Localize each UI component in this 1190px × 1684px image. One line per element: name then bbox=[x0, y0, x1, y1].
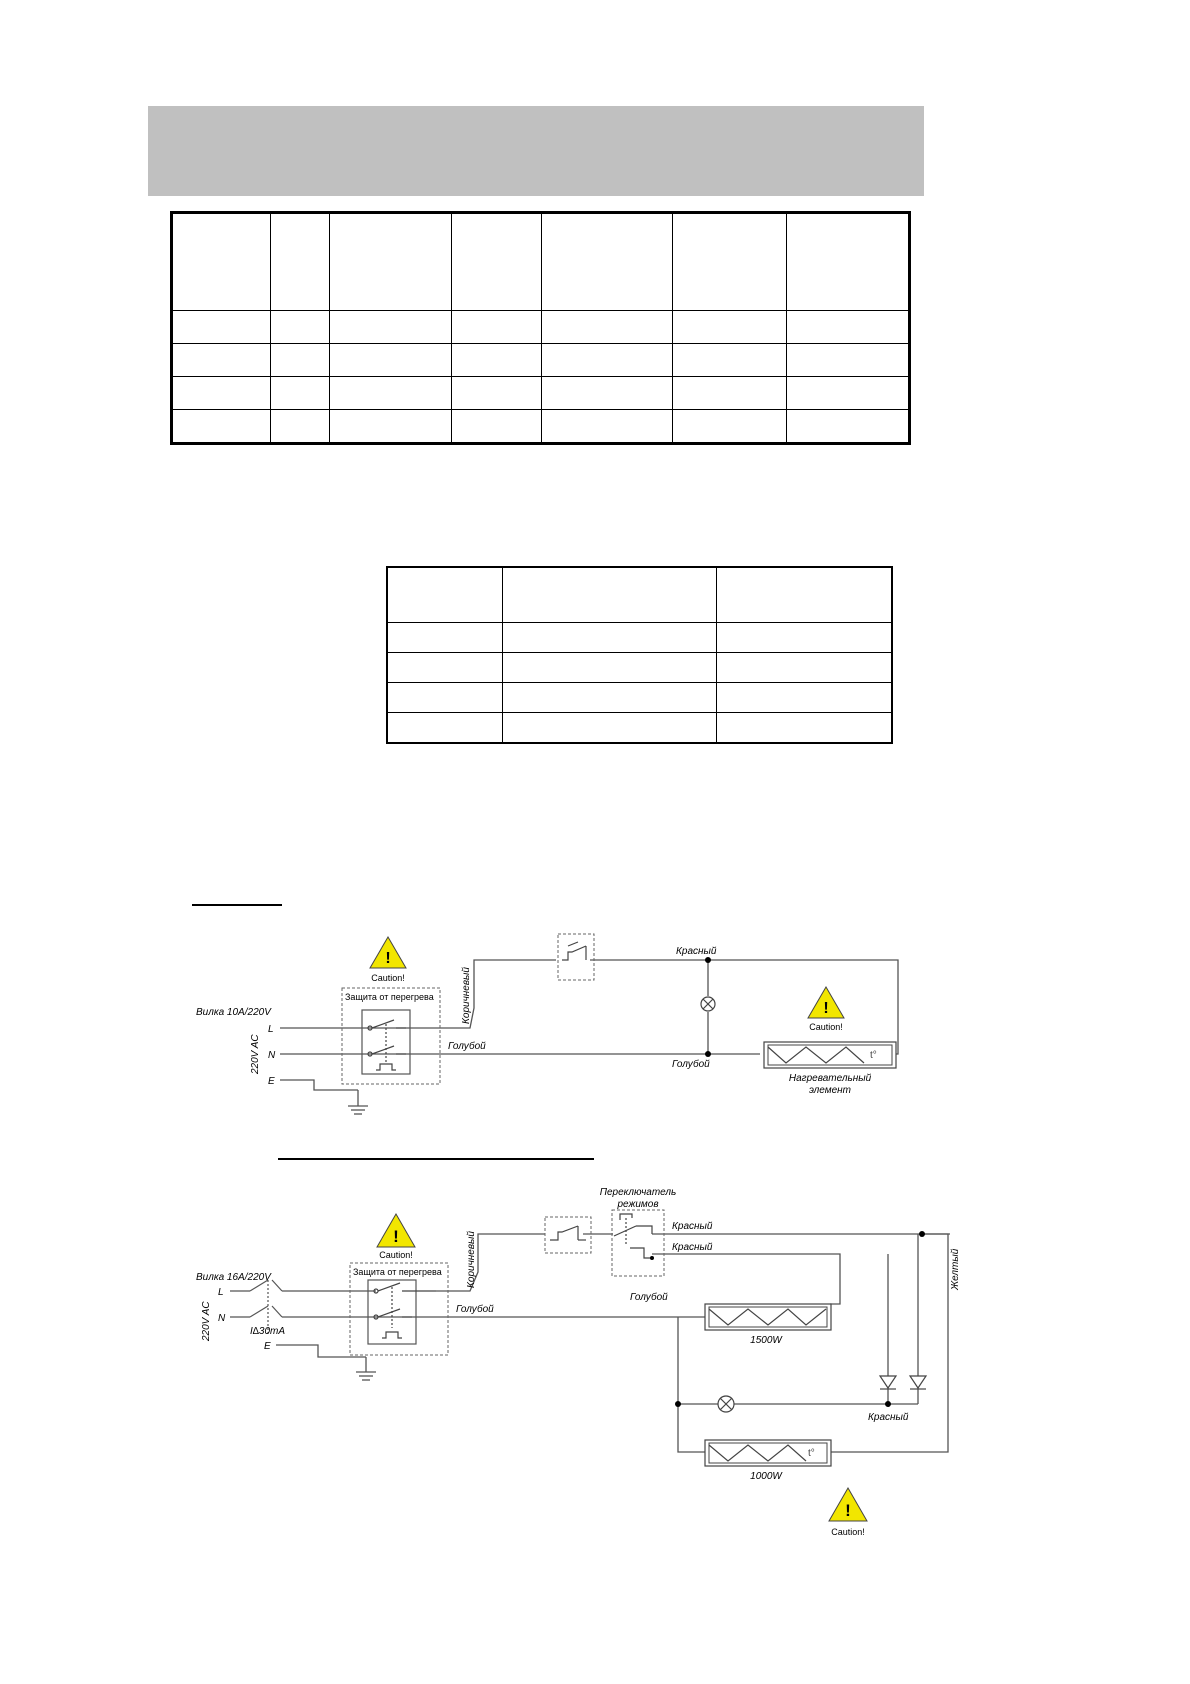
secondary-table bbox=[386, 566, 893, 744]
table-row bbox=[386, 652, 893, 683]
terminal-l: L bbox=[218, 1287, 224, 1298]
heater-label: элемент bbox=[809, 1085, 851, 1096]
table-row bbox=[171, 343, 910, 377]
gray-header-band bbox=[148, 106, 924, 196]
voltage-label: 220V AC bbox=[250, 1034, 261, 1075]
terminal-e: E bbox=[264, 1341, 271, 1352]
diode-icon bbox=[908, 1375, 928, 1390]
svg-text:t°: t° bbox=[870, 1050, 877, 1061]
plug-label: Вилка 16A/220V bbox=[196, 1272, 272, 1283]
svg-text:!: ! bbox=[845, 1501, 851, 1520]
thermostat-icon bbox=[550, 1225, 586, 1241]
wire-red-label: Красный bbox=[672, 1242, 713, 1253]
caution-text: Caution! bbox=[379, 1250, 413, 1260]
wire-red-label: Красный bbox=[672, 1221, 713, 1232]
terminal-n: N bbox=[268, 1050, 276, 1061]
svg-text:!: ! bbox=[823, 1000, 828, 1017]
protection-label: Защита от перегрева bbox=[353, 1267, 442, 1277]
voltage-label: 220V AC bbox=[201, 1301, 212, 1342]
table-row bbox=[386, 622, 893, 653]
table-header-row bbox=[386, 566, 893, 623]
wire-brown-label: Коричневый bbox=[461, 967, 472, 1024]
table-row bbox=[386, 712, 893, 744]
terminal-e: E bbox=[268, 1076, 275, 1087]
caution-text: Caution! bbox=[809, 1022, 843, 1032]
terminal-l: L bbox=[268, 1024, 274, 1035]
wire-blue-label: Голубой bbox=[448, 1040, 486, 1052]
wire-blue-label: Голубой bbox=[630, 1291, 668, 1303]
switch-label: Переключатель bbox=[600, 1187, 677, 1198]
rcd-label: I∆30mA bbox=[250, 1326, 285, 1337]
wiring-diagram-10a: t° ! Caution! ! Caution! Защита от перег… bbox=[196, 933, 899, 1115]
protection-label: Защита от перегрева bbox=[345, 992, 434, 1002]
heading-underline-2 bbox=[278, 1158, 594, 1160]
caution-icon: ! bbox=[807, 986, 845, 1019]
wire-red-label: Красный bbox=[868, 1412, 909, 1423]
wire-blue-label: Голубой bbox=[672, 1058, 710, 1070]
mode-switch-box bbox=[611, 1209, 665, 1277]
wire-blue-label: Голубой bbox=[456, 1303, 494, 1315]
specification-table bbox=[170, 211, 911, 445]
ground-icon bbox=[348, 1090, 368, 1115]
overheat-protection-box bbox=[341, 987, 441, 1085]
table-row bbox=[171, 376, 910, 410]
svg-text:!: ! bbox=[385, 950, 390, 967]
terminal-n: N bbox=[218, 1313, 226, 1324]
mode-switch-icon bbox=[613, 1213, 653, 1259]
switch-label: режимов bbox=[616, 1199, 658, 1210]
thermostat-box bbox=[557, 933, 595, 981]
heating-element-icon: t° bbox=[763, 1041, 897, 1069]
heating-element-1000w-icon: t° bbox=[704, 1439, 832, 1467]
heater-power-label: 1000W bbox=[750, 1471, 783, 1482]
caution-icon: ! bbox=[376, 1212, 416, 1248]
wire-brown-label: Коричневый bbox=[466, 1231, 477, 1288]
wire-yellow-label: Желтый bbox=[950, 1248, 961, 1291]
lamp-icon bbox=[717, 1395, 735, 1413]
table-row bbox=[171, 310, 910, 344]
thermostat-box bbox=[544, 1216, 592, 1254]
svg-text:t°: t° bbox=[808, 1448, 815, 1459]
caution-text: Caution! bbox=[831, 1527, 865, 1537]
caution-text: Caution! bbox=[371, 973, 405, 983]
wiring-diagram-16a: t° ! Caution! ! Caution! Защита от перег… bbox=[196, 1187, 961, 1537]
caution-icon: ! bbox=[369, 936, 407, 969]
svg-text:!: ! bbox=[393, 1227, 399, 1246]
caution-icon: ! bbox=[828, 1486, 868, 1522]
heater-power-label: 1500W bbox=[750, 1335, 783, 1346]
heading-underline-1 bbox=[192, 904, 282, 906]
table-row bbox=[386, 682, 893, 713]
heating-element-1500w-icon bbox=[704, 1303, 832, 1331]
table-row bbox=[171, 409, 910, 444]
rcd-icon bbox=[249, 1279, 283, 1336]
wire-red-label: Красный bbox=[676, 946, 717, 957]
thermostat-icon bbox=[562, 941, 587, 961]
diode-icon bbox=[878, 1375, 898, 1390]
table-header-row bbox=[171, 212, 910, 311]
lamp-icon bbox=[700, 996, 716, 1012]
plug-label: Вилка 10A/220V bbox=[196, 1007, 272, 1018]
heater-label: Нагревательный bbox=[789, 1073, 872, 1084]
ground-icon bbox=[356, 1357, 376, 1381]
